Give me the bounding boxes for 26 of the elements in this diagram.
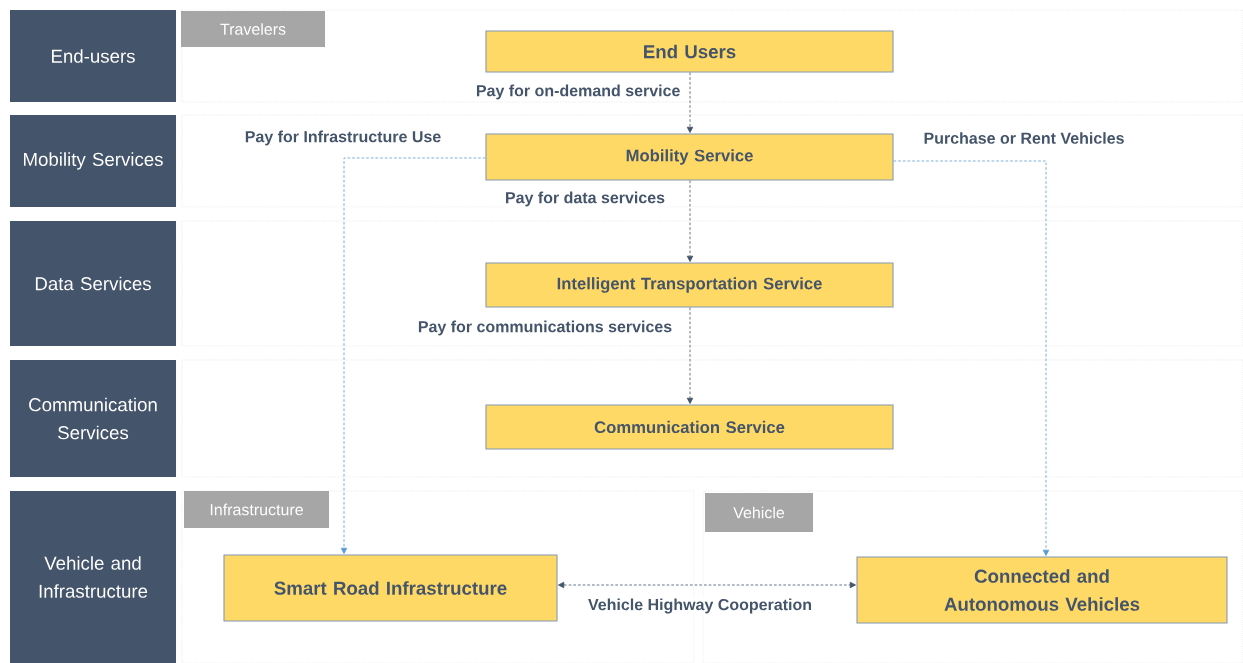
edge-label: Pay for communications services bbox=[416, 319, 674, 337]
lane-header: Data Services bbox=[10, 221, 176, 346]
service-box: Intelligent Transportation Service bbox=[485, 262, 894, 308]
service-box: End Users bbox=[485, 30, 894, 73]
arrow bbox=[686, 307, 694, 404]
edge-label: Pay for Infrastructure Use bbox=[243, 129, 443, 147]
arrow bbox=[340, 157, 486, 554]
edge-label: Vehicle Highway Cooperation bbox=[586, 597, 814, 615]
lane-header: Communication Services bbox=[10, 360, 176, 477]
service-box: Mobility Service bbox=[485, 133, 894, 181]
edge-label: Pay for on-demand service bbox=[474, 83, 682, 101]
edge-label: Pay for data services bbox=[503, 190, 667, 208]
lane-header: End-users bbox=[10, 10, 176, 102]
tag-label: Infrastructure bbox=[184, 491, 329, 528]
arrow bbox=[893, 160, 1050, 556]
arrow bbox=[686, 180, 694, 262]
lane-header: Vehicle and Infrastructure bbox=[10, 491, 176, 663]
arrow bbox=[686, 72, 694, 133]
tag-label: Vehicle bbox=[705, 493, 813, 532]
lane-header: Mobility Services bbox=[10, 115, 176, 207]
service-box: Smart Road Infrastructure bbox=[223, 554, 558, 622]
service-box: Communication Service bbox=[485, 404, 894, 450]
tag-label: Travelers bbox=[181, 11, 325, 47]
edge-label: Purchase or Rent Vehicles bbox=[922, 130, 1126, 146]
arrow bbox=[558, 581, 856, 589]
service-box: Connected and Autonomous Vehicles bbox=[856, 556, 1228, 624]
